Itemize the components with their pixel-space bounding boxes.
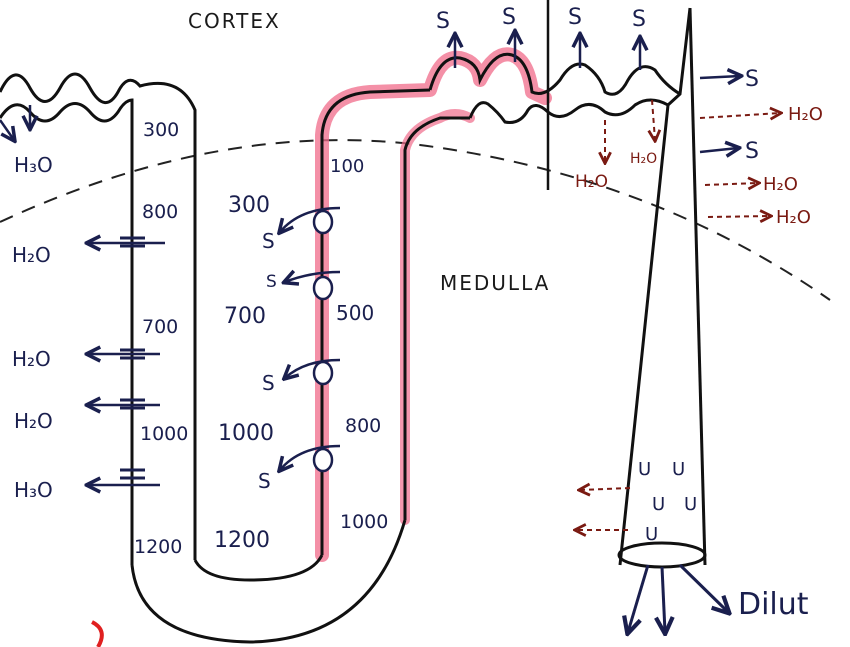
interstitial-value-1000: 1000 (218, 421, 274, 446)
loop-bottom (130, 519, 407, 644)
descending-value-700: 700 (142, 316, 178, 338)
loop-bottom-inner (193, 554, 324, 582)
solute-label: S (258, 469, 271, 493)
arrow-icon (580, 488, 631, 490)
pump-circle-icon (312, 360, 334, 386)
urea-label: U (684, 494, 697, 515)
water-label: H₂O (788, 104, 823, 125)
arrow-icon (0, 119, 14, 140)
solute-label: S (266, 272, 277, 292)
pump-arrows (280, 206, 341, 470)
water-label: H₃O (14, 153, 53, 177)
cortex-label: CORTEX (188, 9, 281, 33)
ascending-limb-wall (320, 88, 431, 555)
arrow-icon (704, 183, 758, 185)
urea-label: U (672, 459, 685, 480)
solute-arrows-top (455, 32, 740, 152)
medulla-label: MEDULLA (440, 271, 550, 295)
water-arrows-descending (0, 105, 165, 485)
water-label: H₂O (575, 172, 608, 192)
arrow-icon (699, 148, 738, 152)
proximal-tubule (0, 72, 197, 560)
solute-label: S (745, 139, 759, 164)
arrow-icon (652, 99, 655, 140)
collecting-duct-opening (617, 541, 707, 569)
water-label: H₃O (14, 478, 53, 502)
collecting-duct (618, 7, 692, 566)
arrow-icon (678, 563, 728, 612)
pump-circle-icon (312, 447, 334, 473)
distal-tubule-inner (468, 98, 669, 124)
interstitial-value-700: 700 (224, 304, 266, 329)
red-annotation-mark (91, 620, 104, 647)
descending-value-1200: 1200 (134, 536, 182, 558)
ascending-value-500: 500 (336, 301, 374, 325)
ascending-value-1000: 1000 (340, 511, 388, 533)
arrow-icon (628, 564, 650, 632)
water-label: H₂O (12, 347, 51, 371)
ascending-pumps (312, 209, 334, 473)
distal-tubule (428, 52, 681, 96)
solute-label: S (568, 5, 582, 30)
collecting-duct-right (688, 7, 707, 566)
solute-label: S (436, 9, 450, 34)
ascending-value-100: 100 (330, 156, 364, 177)
pump-circle-icon (312, 209, 334, 235)
urea-label: U (645, 524, 658, 545)
pump-circle-icon (312, 275, 334, 301)
proximal-tubule-inner (0, 98, 134, 565)
arrow-icon (285, 358, 341, 378)
interstitial-value-300: 300 (228, 193, 270, 218)
arrow-icon (699, 113, 780, 118)
water-label: H₂O (12, 243, 51, 267)
arrow-icon (662, 566, 665, 632)
solute-label: S (262, 371, 275, 395)
ascending-limb-wall-outer (403, 116, 470, 520)
solute-label: S (502, 5, 516, 30)
ascending-limb-highlight-outer (400, 109, 475, 525)
water-label: H₂O (14, 409, 53, 433)
interstitial-value-1200: 1200 (214, 528, 270, 553)
descending-channels (120, 236, 145, 480)
arrow-icon (280, 444, 341, 470)
descending-value-1000: 1000 (140, 423, 188, 445)
solute-label: S (745, 67, 759, 92)
water-label: H₂O (776, 207, 811, 228)
descending-value-300: 300 (143, 119, 179, 141)
urea-label: U (652, 494, 665, 515)
water-label: H₂O (630, 151, 657, 167)
urea-label: U (638, 459, 651, 480)
cortex-medulla-boundary (0, 139, 831, 301)
solute-label: S (632, 7, 646, 32)
solute-label: S (262, 229, 275, 253)
water-arrows-dct (576, 99, 780, 530)
ascending-value-800: 800 (345, 415, 381, 437)
water-label: H₂O (763, 174, 798, 195)
arrow-icon (707, 216, 770, 217)
arrow-icon (280, 206, 341, 232)
arrow-icon (285, 272, 341, 282)
arrow-icon (699, 76, 740, 78)
urine-arrows (628, 563, 728, 632)
descending-value-800: 800 (142, 201, 178, 223)
dilute-urine-label: Dilut (738, 587, 809, 622)
